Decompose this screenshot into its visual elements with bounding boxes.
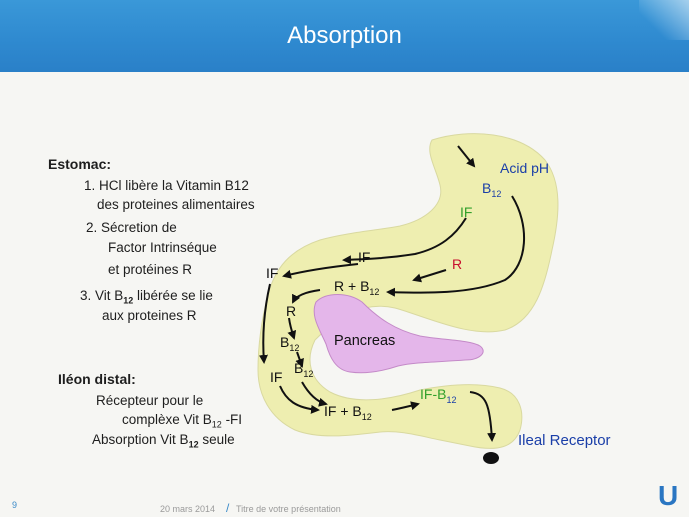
arrow-ifb12-right <box>391 401 420 411</box>
arrow-if-to-ifb12 <box>279 385 320 414</box>
ileum-line-1: Récepteur pour le <box>96 393 204 408</box>
b12-b-label: B12 <box>294 360 313 379</box>
arrow-r-to-rb12 <box>412 269 447 283</box>
r-left-label: R <box>286 303 297 319</box>
arrow-rb12-to-r <box>292 289 321 304</box>
receptor-dot <box>483 452 499 464</box>
r-red-label: R <box>452 256 463 272</box>
if-green-label: IF <box>460 204 473 220</box>
r-plus-b12-label: R + B12 <box>334 278 379 297</box>
slide-title: Absorption <box>287 22 402 49</box>
ileum-line-3-a: Absorption Vit B <box>92 432 189 447</box>
stomach-item-2a: 2. Sécretion de <box>86 220 177 235</box>
ileum-line-3-sub: 12 <box>188 439 199 450</box>
stomach-item-3b: aux proteines R <box>102 308 197 323</box>
b12-b-main: B <box>294 360 304 376</box>
if-b12-label: IF-B12 <box>420 386 456 405</box>
ileum-line-3: Absorption Vit B12 seule <box>92 432 235 453</box>
ileum-line-3-b: seule <box>198 432 235 447</box>
title-banner: Absorption <box>0 0 689 72</box>
if-plus-b12-main: IF + B <box>324 403 362 419</box>
footer-date: 20 mars 2014 <box>160 504 216 514</box>
arrow-if-mid <box>342 217 467 265</box>
ileum-line-2-sub: 12 <box>211 419 222 430</box>
ileum-heading: Iléon distal: <box>58 371 136 387</box>
university-logo: U <box>658 480 679 511</box>
footer-separator: / <box>226 501 230 515</box>
arrow-entry <box>457 145 476 168</box>
stomach-item-3a-suffix: libérée se lie <box>133 288 213 303</box>
pancreas-label: Pancreas <box>334 333 396 349</box>
arrow-to-receptor <box>469 391 497 442</box>
stomach-shape <box>257 133 559 449</box>
if-mid-label: IF <box>358 249 371 265</box>
arrow-b12-to-ifb12 <box>301 381 328 407</box>
banner-glow <box>639 0 689 40</box>
arrow-acid-to-rb12 <box>386 195 526 297</box>
b12-b-sub: 12 <box>303 368 314 379</box>
stomach-item-2c: et protéines R <box>108 262 193 277</box>
footer-title: Titre de votre présentation <box>236 504 341 514</box>
page-number: 9 <box>12 500 18 510</box>
if-plus-b12-sub: 12 <box>361 411 372 422</box>
ileal-receptor-label: Ileal Receptor <box>518 432 611 449</box>
ileum-line-2-a: complèxe Vit B <box>122 412 212 427</box>
b12-a-sub: 12 <box>289 342 300 353</box>
stomach-item-1b: des proteines alimentaires <box>97 197 255 212</box>
arrow-if-down <box>258 283 271 364</box>
stomach-item-3a-prefix: 3. Vit B <box>80 288 124 303</box>
stomach-item-2b: Factor Intrinséque <box>108 240 217 255</box>
b12-a-label: B12 <box>280 334 299 353</box>
acid-ph-label: Acid pH <box>500 160 550 176</box>
arrow-if-to-if <box>282 263 359 279</box>
stomach-item-3a: 3. Vit B12 libérée se lie <box>80 288 213 309</box>
r-plus-b12-main: R + B <box>334 278 370 294</box>
ileum-line-2-b: -FI <box>221 412 243 427</box>
if-b12-sub: 12 <box>446 394 457 405</box>
r-plus-b12-sub: 12 <box>369 286 380 297</box>
arrow-b12-b12 <box>295 351 304 368</box>
pancreas-shape <box>313 294 484 374</box>
stomach-item-3a-sub: 12 <box>123 295 134 306</box>
if-b12-main: IF-B <box>420 386 447 402</box>
stomach-heading: Estomac: <box>48 156 112 172</box>
b12-top-sub: 12 <box>491 188 502 199</box>
if-low-label: IF <box>270 369 283 385</box>
if-left-label: IF <box>266 265 279 281</box>
b12-top-label: B12 <box>482 180 501 199</box>
b12-a-main: B <box>280 334 290 350</box>
ileum-line-2: complèxe Vit B12 -FI <box>122 412 242 433</box>
b12-top-main: B <box>482 180 492 196</box>
if-plus-b12-label: IF + B12 <box>324 403 372 422</box>
arrow-r-to-b12 <box>287 317 297 340</box>
stomach-item-1a: 1. HCl libère la Vitamin B12 <box>84 178 249 193</box>
